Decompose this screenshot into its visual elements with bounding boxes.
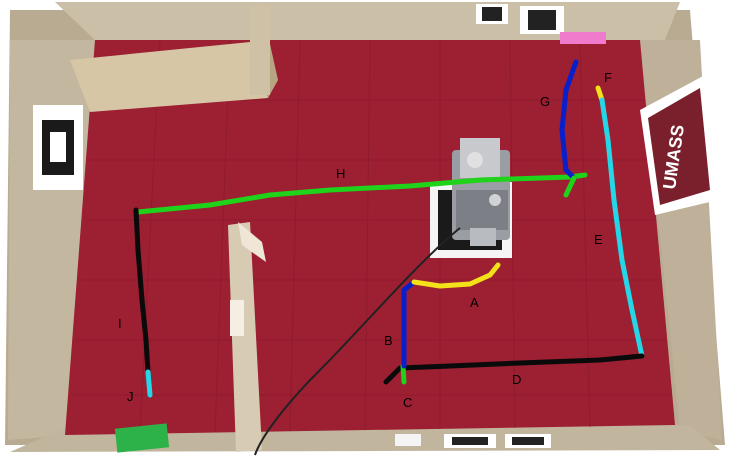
label-F: F — [604, 70, 612, 85]
divider-marker — [230, 300, 244, 336]
tether-cable — [254, 227, 461, 456]
label-G: G — [540, 94, 550, 109]
wooden-block — [70, 42, 268, 112]
label-I: I — [118, 316, 122, 331]
label-H: H — [336, 166, 345, 181]
bottom-marker-2-inner — [512, 437, 544, 445]
path-J — [145, 369, 153, 398]
path-H — [135, 172, 588, 215]
path-A — [411, 262, 501, 289]
bottom-marker-3 — [395, 434, 421, 446]
path-B — [401, 279, 417, 369]
divider-wall-top — [238, 222, 266, 262]
path-G-tip — [563, 175, 577, 198]
label-A: A — [470, 295, 479, 310]
trajectory-paths — [133, 59, 645, 398]
top-wall-marker-2-inner — [528, 10, 556, 30]
wall-post — [250, 5, 270, 95]
path-labels: A B C D E F G H I J — [118, 70, 612, 410]
top-wall-marker-1-inner — [482, 7, 502, 21]
robot — [452, 138, 510, 246]
umass-banner-maroon — [648, 88, 710, 205]
green-mat — [114, 423, 170, 453]
path-D — [383, 353, 645, 385]
red-carpet — [65, 40, 675, 435]
path-C — [400, 363, 407, 385]
path-I — [133, 207, 151, 375]
path-G — [559, 59, 579, 181]
path-E — [599, 97, 645, 359]
label-E: E — [594, 232, 603, 247]
label-B: B — [384, 333, 393, 348]
label-J: J — [127, 389, 134, 404]
left-wall-marker-core — [50, 132, 66, 162]
pink-item — [560, 32, 606, 44]
label-C: C — [403, 395, 412, 410]
divider-wall — [228, 222, 262, 452]
bottom-marker-1-inner — [452, 437, 488, 445]
label-D: D — [512, 372, 521, 387]
